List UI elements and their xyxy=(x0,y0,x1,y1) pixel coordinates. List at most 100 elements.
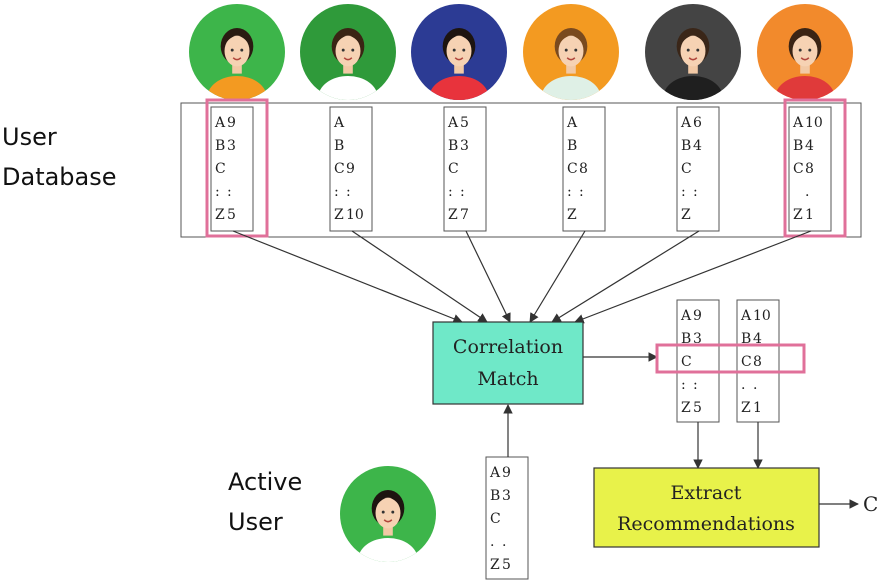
cell-letter: A xyxy=(680,115,692,131)
db-arrow-6 xyxy=(574,230,812,324)
cell-value: 1 xyxy=(753,400,762,416)
cell-letter: C xyxy=(741,354,752,370)
cell-value: 8 xyxy=(579,161,588,177)
cell-value: 5 xyxy=(502,557,511,573)
cell-letter: B xyxy=(334,138,344,154)
cell-value: 4 xyxy=(805,138,814,154)
cell-letter: C xyxy=(793,161,804,177)
cell-letter: B xyxy=(793,138,803,154)
cell-letter: A xyxy=(447,115,459,131)
cell-value: 3 xyxy=(227,138,236,154)
cell-letter: Z xyxy=(490,557,500,573)
cell-value: 9 xyxy=(346,161,355,177)
cell-letter: B xyxy=(490,488,500,504)
db-column-1-box xyxy=(210,106,254,232)
cell-letter: B xyxy=(567,138,577,154)
user-avatar-4 xyxy=(523,4,619,100)
cell-value: 3 xyxy=(502,488,511,504)
cell-value: : xyxy=(693,377,698,393)
extract-recommendations-label-line1: Extract xyxy=(671,482,742,504)
cell-letter: C xyxy=(448,161,459,177)
matched-column-2-box xyxy=(736,299,780,423)
cell-value: 9 xyxy=(227,115,236,131)
cell-letter: A xyxy=(214,115,226,131)
db-column-highlight xyxy=(783,98,847,238)
cell-letter: : xyxy=(334,184,339,200)
db-column-5-box xyxy=(676,106,720,232)
cell-value: 8 xyxy=(753,354,762,370)
db-column-4-box xyxy=(562,106,606,232)
cell-value: 8 xyxy=(805,161,814,177)
cell-value: 7 xyxy=(460,207,469,223)
cell-value: 10 xyxy=(346,207,364,223)
database-to-correlation-arrows xyxy=(232,230,812,324)
extract-recommendations-label-line2: Recommendations xyxy=(617,513,795,535)
user-avatar-2 xyxy=(300,4,396,100)
cell-value: . xyxy=(805,184,809,200)
db-column-highlight xyxy=(205,98,269,238)
cell-value: 9 xyxy=(502,465,511,481)
db-column-6-box xyxy=(788,106,832,232)
cell-value: 4 xyxy=(693,138,702,154)
cell-letter: C xyxy=(681,161,692,177)
db-arrow-1 xyxy=(232,230,463,324)
db-column-3-box xyxy=(443,106,487,232)
cell-value: 9 xyxy=(693,308,702,324)
user-avatar-5 xyxy=(645,4,741,100)
db-arrow-4 xyxy=(529,230,586,323)
user-database-label-line2: Database xyxy=(2,163,117,191)
cell-letter: B xyxy=(681,331,691,347)
db-arrow-3 xyxy=(465,230,511,323)
correlation-match-box xyxy=(432,321,584,405)
cell-letter: Z xyxy=(741,400,751,416)
cell-letter: Z xyxy=(334,207,344,223)
cell-letter: . xyxy=(490,534,494,550)
matched-c-highlight xyxy=(655,343,806,374)
cell-letter: C xyxy=(681,354,692,370)
db-column-2-box xyxy=(329,106,373,232)
cell-value: . xyxy=(753,377,757,393)
cell-value: 10 xyxy=(753,308,771,324)
output-label: C xyxy=(863,492,878,516)
cell-value: : xyxy=(227,184,232,200)
cell-letter: : xyxy=(681,377,686,393)
cell-letter: Z xyxy=(681,207,691,223)
cell-letter: A xyxy=(489,465,501,481)
user-database-container xyxy=(180,102,862,238)
cell-letter: : xyxy=(681,184,686,200)
cell-letter: C xyxy=(567,161,578,177)
cell-letter: B xyxy=(215,138,225,154)
cell-value: 5 xyxy=(227,207,236,223)
cell-letter: . xyxy=(741,377,745,393)
user-avatars xyxy=(189,4,853,100)
active-user-label-line1: Active xyxy=(228,468,302,496)
cell-letter: : xyxy=(448,184,453,200)
cell-letter: C xyxy=(490,511,501,527)
db-arrow-2 xyxy=(351,230,488,323)
cell-value: 5 xyxy=(693,400,702,416)
cell-value: : xyxy=(693,184,698,200)
correlation-match-label-line1: Correlation xyxy=(453,336,563,358)
cell-letter: A xyxy=(740,308,752,324)
cell-value: 3 xyxy=(460,138,469,154)
active-user-avatar xyxy=(340,466,436,562)
cell-value: : xyxy=(460,184,465,200)
user-avatar-3 xyxy=(411,4,507,100)
correlation-match-label-line2: Match xyxy=(477,368,538,390)
cell-value: : xyxy=(346,184,351,200)
cell-letter: Z xyxy=(681,400,691,416)
cell-letter: A xyxy=(680,308,692,324)
cell-letter: Z xyxy=(215,207,225,223)
extract-recommendations-box xyxy=(593,467,820,548)
